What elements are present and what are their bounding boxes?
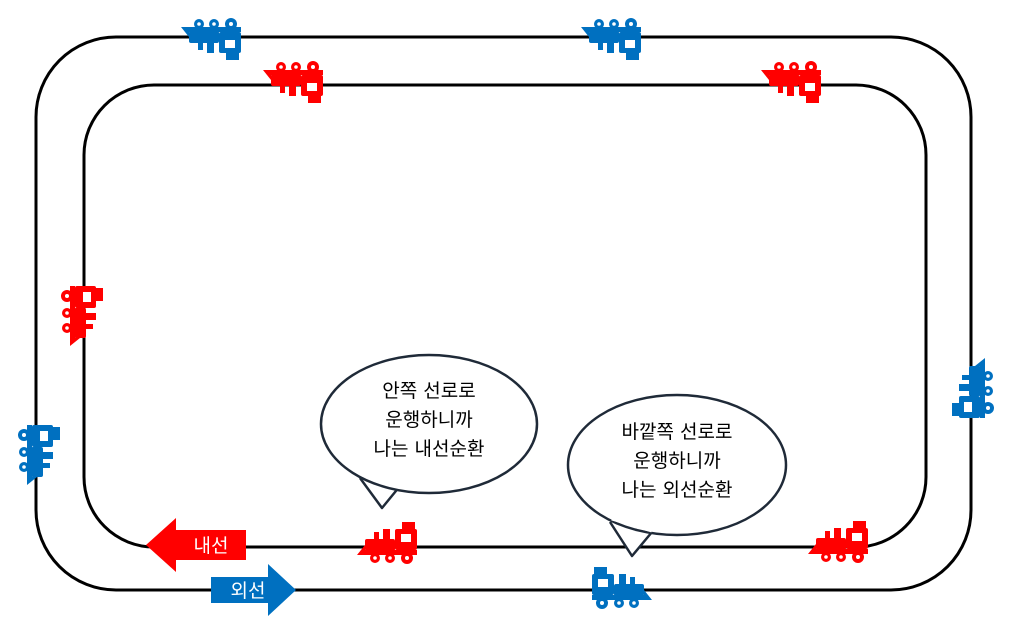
- outer-train-left: [18, 425, 60, 485]
- bubble-inner-line-3: 나는 내선순환: [374, 438, 485, 460]
- inner-train-top-left: [263, 61, 323, 103]
- inner-train-bottom-left: [357, 522, 417, 564]
- bubble-outer-line-2: 운행하니까: [633, 450, 720, 472]
- outer-line-arrow: 외선: [211, 564, 296, 616]
- inner-line-speech-bubble: 안쪽 선로로 운행하니까 나는 내선순환: [319, 353, 539, 510]
- arrow-right-icon: [211, 564, 296, 616]
- inner-train-left: [61, 286, 103, 346]
- outer-train-right: [952, 358, 994, 418]
- inner-track: [82, 83, 928, 549]
- bubble-outer-line-1: 바깥쪽 선로로: [622, 421, 733, 443]
- outer-train-top-left: [181, 18, 241, 60]
- inner-line-label: 내선: [194, 535, 229, 557]
- outer-line-label: 외선: [231, 580, 266, 602]
- outer-track: [34, 35, 973, 592]
- bubble-inner-line-2: 운행하니까: [385, 409, 472, 431]
- bubble-outer-line-3: 나는 외선순환: [622, 479, 733, 501]
- outer-line-speech-bubble: 바깥쪽 선로로 운행하니까 나는 외선순환: [566, 393, 788, 558]
- arrow-left-icon: [146, 518, 246, 572]
- bubble-inner-line-1: 안쪽 선로로: [382, 380, 475, 402]
- outer-train-top-right: [581, 18, 641, 60]
- inner-train-bottom-right: [808, 521, 868, 563]
- inner-train-top-right: [761, 61, 821, 103]
- outer-train-bottom: [592, 567, 652, 609]
- inner-line-arrow: 내선: [146, 518, 246, 572]
